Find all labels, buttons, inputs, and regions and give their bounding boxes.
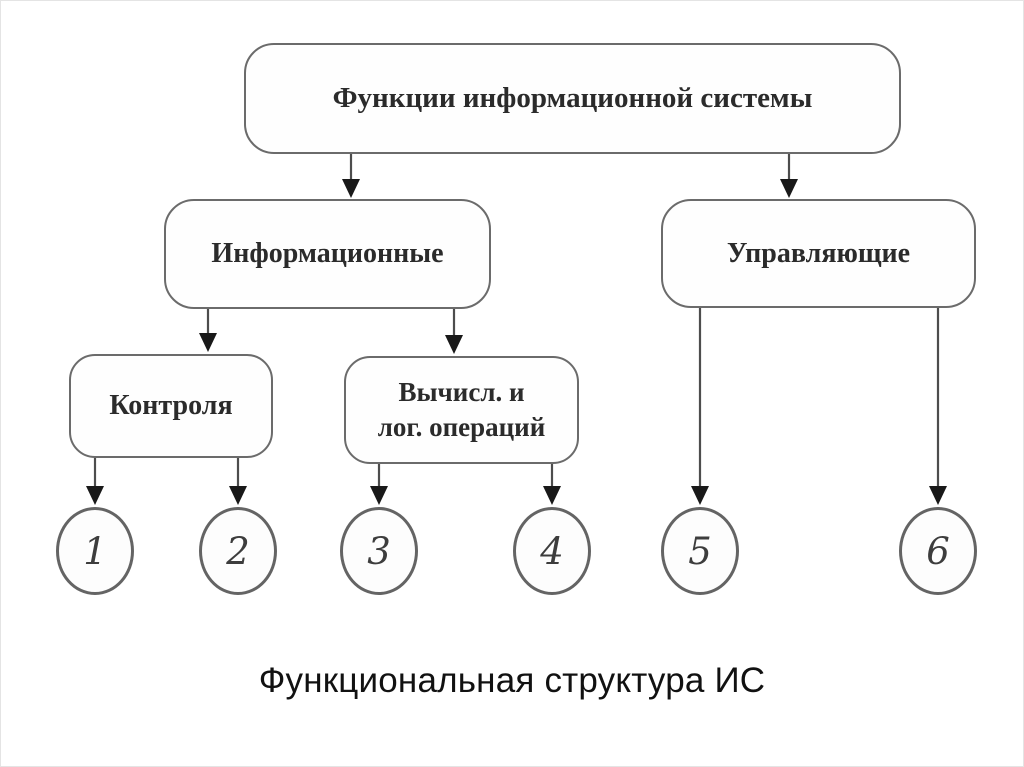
- connector-root-to-informational: [342, 154, 360, 198]
- leaf-node-3: 3: [340, 507, 418, 595]
- node-upravlyayushchie-label: Управляющие: [726, 237, 911, 269]
- node-vychisl-log-operations: Вычисл. и лог. операций: [344, 356, 579, 464]
- node-informational: Информационные: [164, 199, 491, 309]
- connector-informational-to-kontrolya: [199, 309, 217, 352]
- node-root-functions: Функции информационной системы: [244, 43, 901, 154]
- node-informational-label: Информационные: [211, 238, 444, 269]
- node-vychisl-label: Вычисл. и лог. операций: [378, 375, 546, 445]
- node-kontrolya: Контроля: [69, 354, 273, 458]
- leaf-number-1: 1: [83, 529, 107, 573]
- leaf-node-1: 1: [56, 507, 134, 595]
- leaf-node-5: 5: [661, 507, 739, 595]
- node-root-label: Функции информационной системы: [332, 82, 813, 114]
- leaf-number-2: 2: [226, 529, 250, 573]
- connector-vychisl-to-leaf-3: [370, 464, 388, 505]
- node-vychisl-label-line-1: Вычисл. и: [398, 376, 525, 407]
- node-kontrolya-label: Контроля: [109, 390, 233, 421]
- connector-upravlyayushchie-to-leaf-5: [691, 308, 709, 505]
- connector-upravlyayushchie-to-leaf-6: [929, 308, 947, 505]
- connector-informational-to-vychisl: [445, 309, 463, 354]
- leaf-node-4: 4: [513, 507, 591, 595]
- connector-root-to-upravlyayushchie: [780, 154, 798, 198]
- node-vychisl-label-line-2: лог. операций: [377, 412, 546, 442]
- leaf-node-6: 6: [899, 507, 977, 595]
- connector-kontrolya-to-leaf-2: [229, 458, 247, 505]
- diagram-caption: Функциональная структура ИС: [258, 661, 766, 700]
- leaf-number-5: 5: [688, 529, 712, 573]
- node-upravlyayushchie: Управляющие: [661, 199, 976, 308]
- leaf-number-6: 6: [926, 529, 950, 573]
- connector-vychisl-to-leaf-4: [543, 464, 561, 505]
- leaf-number-4: 4: [540, 529, 564, 573]
- connector-kontrolya-to-leaf-1: [86, 458, 104, 505]
- leaf-node-2: 2: [199, 507, 277, 595]
- leaf-number-3: 3: [367, 529, 391, 573]
